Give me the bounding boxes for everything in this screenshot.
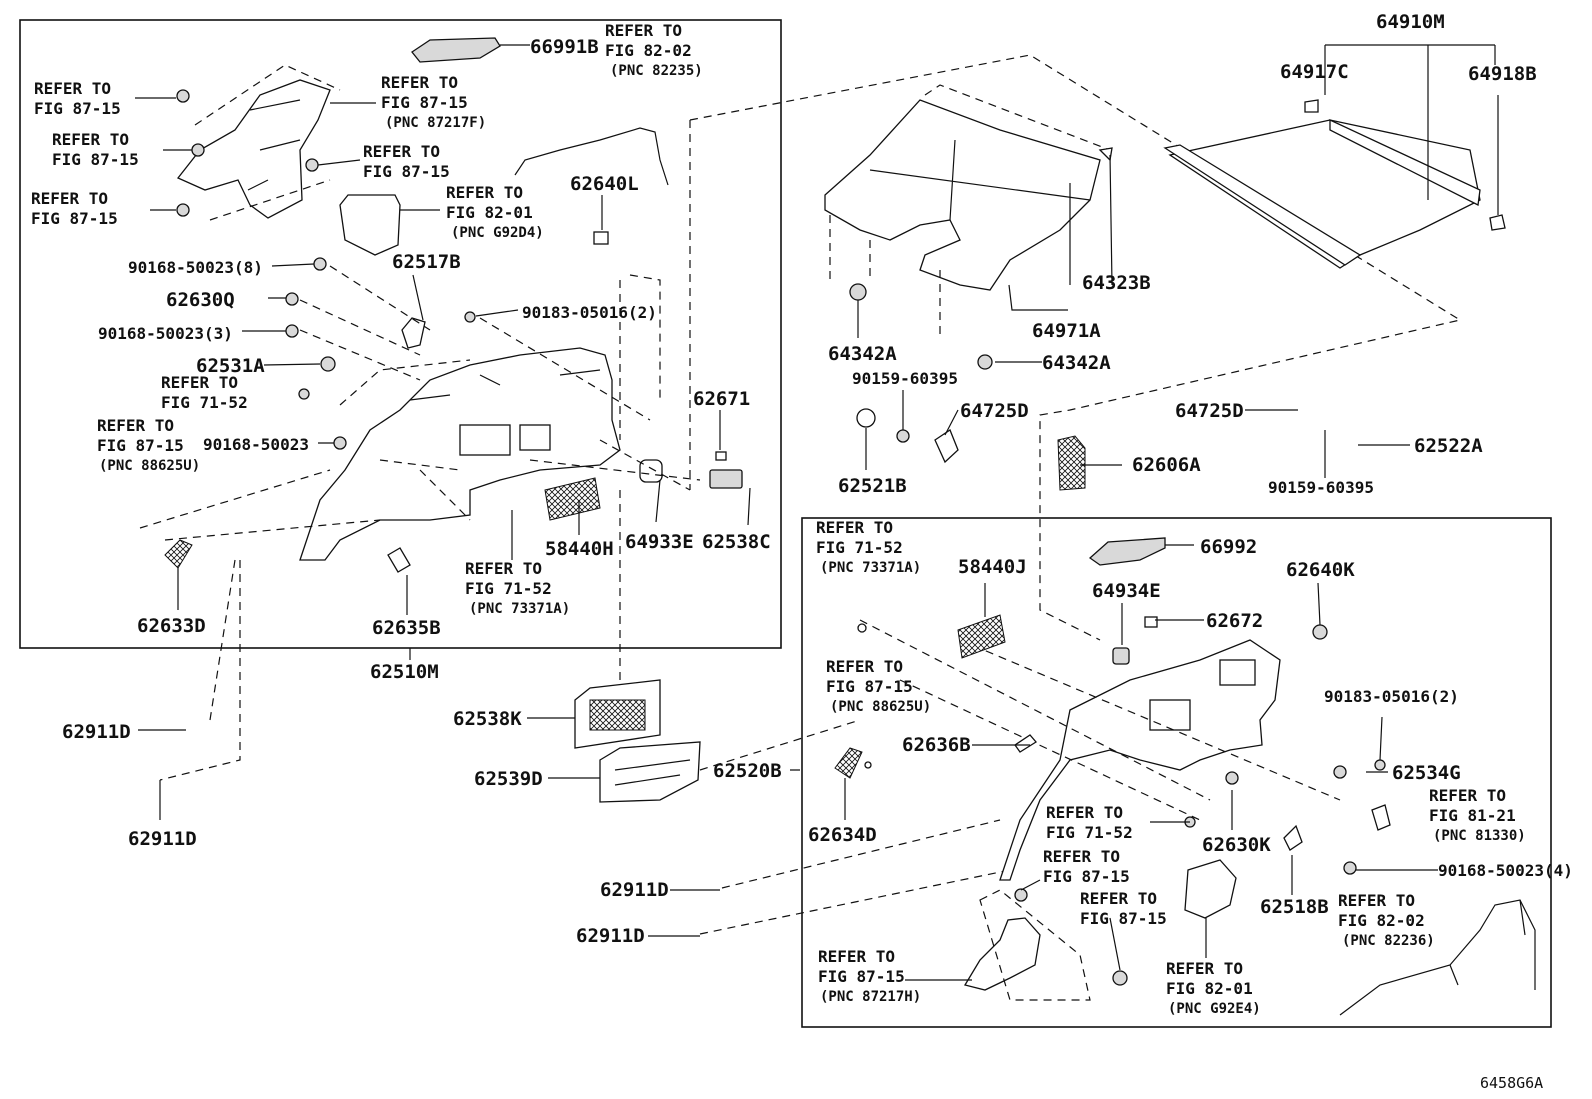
label-62531A: 62531A: [196, 355, 265, 377]
label-62640L: 62640L: [570, 173, 639, 195]
label-90168-50023-8: 90168-50023(8): [128, 258, 263, 277]
label-62538C: 62538C: [702, 531, 771, 553]
right-shapes: [834, 537, 1536, 1016]
switch-bezel-66992: [1088, 537, 1166, 566]
refer-note-87-15-c: REFER TO FIG 87-15: [363, 142, 450, 181]
harness-wire-upper: [514, 127, 669, 186]
label-62633D: 62633D: [137, 615, 206, 637]
label-62606A: 62606A: [1132, 454, 1201, 476]
label-64342A-1: 64342A: [828, 343, 897, 365]
label-62630K: 62630K: [1202, 834, 1271, 856]
refer-note-87-15-b: REFER TO FIG 87-15: [52, 130, 139, 169]
quarter-bracket-upper-left: [176, 79, 331, 219]
label-90168-50023-3: 90168-50023(3): [98, 324, 233, 343]
quarter-trim-62520B: [999, 639, 1281, 881]
label-62538K: 62538K: [453, 708, 522, 730]
label-62634D: 62634D: [808, 824, 877, 846]
panel-62606A: [1057, 435, 1086, 491]
left-shapes: [139, 37, 743, 573]
refer-note-87-15-a: REFER TO FIG 87-15: [34, 79, 121, 118]
label-62520B: 62520B: [713, 760, 782, 782]
label-90159-60395-a: 90159-60395: [852, 369, 958, 388]
diagram-code: 6458G6A: [1480, 1074, 1543, 1092]
label-90168-50023-4: 90168-50023(4): [1438, 861, 1573, 880]
refer-note-87-15-d: REFER TO FIG 87-15: [31, 189, 118, 228]
leader-lines: [135, 44, 1438, 981]
label-64933E: 64933E: [625, 531, 694, 553]
refer-note-81330: REFER TO FIG 81-21 (PNC 81330): [1429, 786, 1526, 844]
refer-note-73371A-b: REFER TO FIG 71-52 (PNC 73371A): [816, 518, 921, 576]
refer-note-82235: REFER TO FIG 82-02 (PNC 82235): [605, 21, 703, 79]
refer-note-87-15-e: REFER TO FIG 87-15: [1043, 847, 1130, 886]
switch-bezel-66991B: [411, 37, 501, 63]
refer-note-87217F: REFER TO FIG 87-15 (PNC 87217F): [381, 73, 486, 131]
label-62630Q: 62630Q: [166, 289, 235, 311]
label-62539D: 62539D: [474, 768, 543, 790]
label-90159-60395-b: 90159-60395: [1268, 478, 1374, 497]
label-66991B: 66991B: [530, 36, 599, 58]
label-62672: 62672: [1206, 610, 1263, 632]
part-labels: 66991B 62640L 62517B 90168-50023(8) 6263…: [62, 11, 1573, 1092]
label-62517B: 62517B: [392, 251, 461, 273]
refer-note-88625U-b: REFER TO FIG 87-15 (PNC 88625U): [826, 657, 931, 715]
left-assembly-frame: [19, 19, 782, 649]
label-64342A-2: 64342A: [1042, 352, 1111, 374]
pocket-62539D: [599, 741, 701, 803]
right-assembly-frame: [801, 517, 1552, 1028]
label-58440H: 58440H: [545, 538, 614, 560]
label-64917C: 64917C: [1280, 61, 1349, 83]
refer-note-G92D4: REFER TO FIG 82-01 (PNC G92D4): [446, 183, 544, 241]
label-62518B: 62518B: [1260, 896, 1329, 918]
label-64910M: 64910M: [1376, 11, 1445, 33]
refer-notes: REFER TO FIG 82-02 (PNC 82235) REFER TO …: [31, 21, 1526, 1017]
label-62635B: 62635B: [372, 617, 441, 639]
label-64971A: 64971A: [1032, 320, 1101, 342]
refer-note-88625U-a: REFER TO FIG 87-15 (PNC 88625U): [97, 416, 200, 474]
label-62510M: 62510M: [370, 661, 439, 683]
refer-note-71-52-a: REFER TO FIG 71-52: [161, 373, 248, 412]
label-62911D-4: 62911D: [576, 925, 645, 947]
label-90183-05016-2a: 90183-05016(2): [522, 303, 657, 322]
cover-62633D: [164, 539, 193, 569]
label-64725D-2: 64725D: [1175, 400, 1244, 422]
quarter-bracket-lower: [963, 917, 1041, 991]
label-64918B: 64918B: [1468, 63, 1537, 85]
duct-box: [339, 194, 401, 256]
label-58440J: 58440J: [958, 556, 1027, 578]
label-62911D-2: 62911D: [128, 828, 197, 850]
label-62911D-1: 62911D: [62, 721, 131, 743]
label-64725D-1: 64725D: [960, 400, 1029, 422]
tonneau-cover-shapes: [1163, 44, 1506, 269]
cover-62634D: [834, 747, 863, 779]
duct-box-lower: [1184, 859, 1237, 919]
label-62671: 62671: [693, 388, 750, 410]
label-90168-50023: 90168-50023: [203, 435, 309, 454]
label-64323B: 64323B: [1082, 272, 1151, 294]
label-62521B: 62521B: [838, 475, 907, 497]
label-66992: 66992: [1200, 536, 1257, 558]
refer-note-87217H: REFER TO FIG 87-15 (PNC 87217H): [818, 947, 921, 1005]
refer-note-73371A-a: REFER TO FIG 71-52 (PNC 73371A): [465, 559, 570, 617]
label-90183-05016-2b: 90183-05016(2): [1324, 687, 1459, 706]
deck-board-64971A: [824, 99, 1101, 291]
grill-58440H: [544, 477, 601, 521]
harness-wire-lower: [1339, 899, 1536, 1016]
label-62911D-3: 62911D: [600, 879, 669, 901]
refer-note-82236: REFER TO FIG 82-02 (PNC 82236): [1338, 891, 1435, 949]
refer-note-71-52-b: REFER TO FIG 71-52: [1046, 803, 1133, 842]
grill-58440J: [957, 614, 1006, 659]
refer-note-87-15-f: REFER TO FIG 87-15: [1080, 889, 1167, 928]
label-62640K: 62640K: [1286, 559, 1355, 581]
label-62534G: 62534G: [1392, 762, 1461, 784]
label-62522A: 62522A: [1414, 435, 1483, 457]
refer-note-G92E4: REFER TO FIG 82-01 (PNC G92E4): [1166, 959, 1262, 1017]
label-62636B: 62636B: [902, 734, 971, 756]
label-64934E: 64934E: [1092, 580, 1161, 602]
center-shapes: [159, 54, 1462, 935]
